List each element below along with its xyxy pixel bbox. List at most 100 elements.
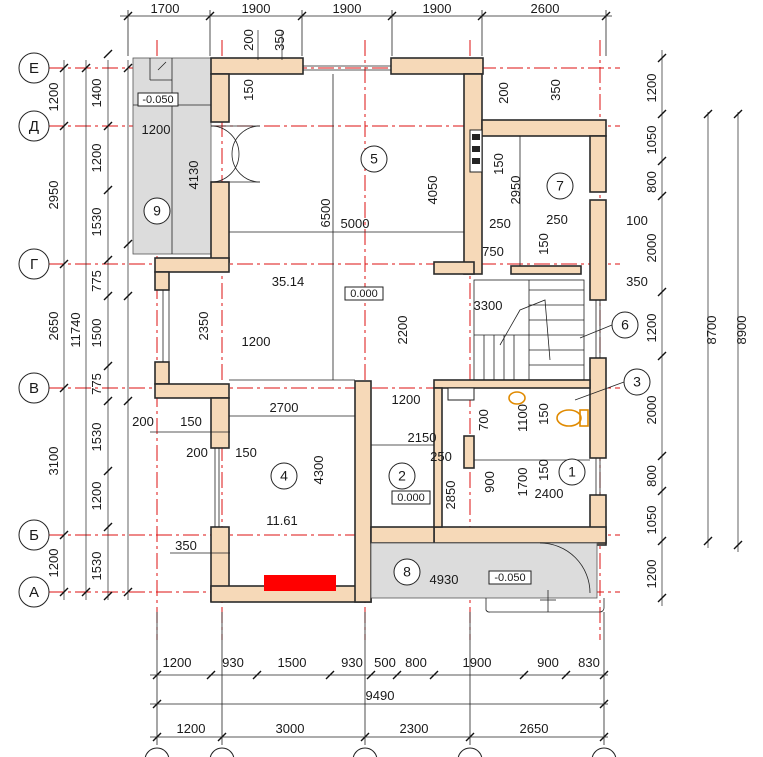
dim-4050: 4050 (425, 176, 440, 205)
dim-900: 900 (482, 471, 497, 493)
dim-1700: 1700 (515, 468, 530, 497)
dim-6500: 6500 (318, 199, 333, 228)
axis-label-g: Г (30, 256, 38, 273)
room4-area: 11.61 (266, 513, 298, 528)
left-mid-dim-9: 1530 (89, 552, 104, 581)
axis-label-a: А (29, 584, 39, 601)
dim-250-a: 250 (489, 216, 511, 231)
wall-right-east-3 (589, 357, 607, 459)
row-axis-markers: Е Д Г В Б А (18, 52, 50, 608)
top-dim-3: 1900 (333, 1, 362, 16)
top-dim-5: 2600 (531, 1, 560, 16)
toilet-tank-icon (579, 409, 589, 427)
left-mid-dim-5: 1500 (89, 319, 104, 348)
dim-250-b: 250 (546, 212, 568, 227)
dim-750: 750 (482, 244, 504, 259)
left-mid-dim-4: 775 (89, 270, 104, 292)
right-dim-4: 2000 (644, 234, 659, 263)
left-dim-g-v: 2650 (46, 312, 61, 341)
wall-room2-south (370, 526, 435, 544)
dim-1100: 1100 (515, 404, 530, 432)
left-mid-dim-6: 775 (89, 373, 104, 395)
floor-level: 0.000 (350, 288, 378, 300)
bottom-dim-7: 1900 (463, 655, 492, 670)
dim-3300: 3300 (474, 298, 503, 313)
bottom-dim-5: 500 (374, 655, 396, 670)
dim-700: 700 (476, 409, 491, 431)
interior-lines (162, 65, 601, 527)
dim-250-c: 250 (430, 449, 452, 464)
dim-150-g: 150 (235, 445, 257, 460)
wall-room2-partition (463, 435, 475, 469)
right-total-8700: 8700 (704, 316, 719, 345)
burner-icon-3 (472, 158, 480, 164)
bottom-dimension-chains: 1200 930 1500 930 500 800 1900 900 830 9… (144, 612, 617, 757)
wall-bay-post-bottom (154, 361, 170, 385)
room-number-7: 7 (556, 178, 564, 194)
right-dimension-chain: 1200 1050 800 2000 1200 2000 800 1050 12… (644, 50, 749, 606)
wall-bay-bottom (154, 383, 230, 399)
dim-2400: 2400 (535, 486, 564, 501)
wall-stair-south (433, 379, 591, 389)
dim-150-e: 150 (536, 459, 551, 481)
hall-area: 35.14 (272, 274, 305, 289)
dim-350-c: 350 (626, 274, 648, 289)
toilet-icon (556, 409, 582, 427)
right-dim-9: 1200 (644, 560, 659, 589)
top-dim-4: 1900 (423, 1, 452, 16)
porch-dim-4930: 4930 (430, 572, 459, 587)
left-dim-v-b: 3100 (46, 447, 61, 476)
room-marker-2 (388, 462, 416, 490)
column-marker-3 (352, 747, 378, 757)
axis-label-v: В (29, 380, 39, 397)
porch-level: -0.050 (494, 572, 525, 584)
bottom-dim-6: 800 (405, 655, 427, 670)
dim-150-b: 150 (491, 153, 506, 175)
dim-5000: 5000 (341, 216, 370, 231)
cabinet-icon (447, 387, 475, 401)
dim-1200-a: 1200 (242, 334, 271, 349)
wall-north-right (390, 57, 484, 75)
column-marker-4 (457, 747, 483, 757)
left-mid-dim-7: 1530 (89, 423, 104, 452)
wall-bay-post-top (154, 271, 170, 291)
dim-350-b: 350 (548, 79, 563, 101)
axis-label-b: Б (29, 527, 39, 544)
left-dimension-chains: 1200 2950 2650 3100 1200 11740 1400 1200… (46, 49, 133, 601)
fixtures (264, 129, 589, 591)
dim-2700: 2700 (270, 400, 299, 415)
dim-1200-b: 1200 (392, 392, 421, 407)
wall-hall-corner (433, 261, 475, 275)
room-number-4: 4 (280, 468, 288, 484)
room-number-3: 3 (633, 374, 641, 390)
staircase (473, 279, 585, 381)
dim-200-b: 200 (496, 82, 511, 104)
wall-west-lower (210, 397, 230, 449)
axis-marker-d (18, 110, 50, 142)
wall-room1-south (433, 526, 607, 544)
dim-150-c: 150 (536, 233, 551, 255)
right-dim-7: 800 (644, 465, 659, 487)
room-marker-7 (546, 172, 574, 200)
wall-north-left (210, 57, 304, 75)
bottom-row2-dim-3: 2300 (400, 721, 429, 736)
left-mid-dim-1: 1400 (89, 79, 104, 108)
wall-west-top (210, 73, 230, 123)
wall-room2-east (433, 387, 443, 528)
room-markers: 5 7 4 2 1 6 3 (270, 145, 651, 490)
bottom-row2-dim-2: 3000 (276, 721, 305, 736)
wall-room7-south (510, 265, 582, 275)
bottom-row2-dim-1: 1200 (177, 721, 206, 736)
dim-200-d: 200 (186, 445, 208, 460)
left-dim-total: 11740 (68, 312, 83, 347)
axis-marker-e (18, 52, 50, 84)
terrace-level: -0.050 (142, 94, 173, 106)
right-dim-3: 800 (644, 171, 659, 193)
walls (154, 57, 607, 603)
top-dim-2: 1900 (242, 1, 271, 16)
room-number-2: 2 (398, 468, 406, 484)
room-number-1: 1 (568, 464, 576, 480)
room-number-9: 9 (153, 203, 161, 219)
left-mid-dim-2: 1200 (89, 144, 104, 173)
